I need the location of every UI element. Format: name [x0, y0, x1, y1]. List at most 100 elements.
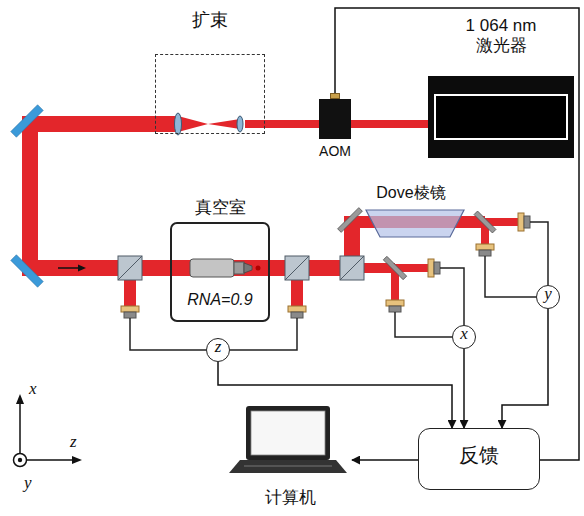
beam-splitter-cube: [118, 256, 364, 280]
laptop-icon: [246, 406, 330, 460]
pick-off-mirror: [338, 208, 363, 233]
photodetector: [518, 213, 530, 231]
feedback-box: 反馈: [418, 428, 540, 490]
part-label: Dove棱镜: [355, 184, 467, 202]
beam-splitter-cube: [340, 256, 364, 280]
photodetector: [389, 306, 401, 312]
photodetector: [476, 244, 494, 250]
coordinate-axes: [14, 454, 27, 467]
pick-off-mirror: [474, 211, 496, 233]
photodetector: [121, 306, 139, 312]
signal-line: [463, 349, 465, 428]
signal-symbol: y: [537, 284, 559, 304]
pick-off-mirror: [338, 208, 496, 280]
objective-lens: [244, 263, 252, 273]
axis-label: z: [70, 433, 77, 452]
photodetector: [288, 306, 306, 318]
photodetector: [434, 262, 440, 274]
part-label: 计算机: [228, 488, 352, 508]
laser-band: [434, 94, 568, 140]
steering-mirror: [11, 255, 44, 288]
beam-expander: 扩束: [150, 6, 270, 136]
part-label: 反馈: [419, 444, 539, 467]
laptop-icon: [244, 466, 332, 467]
detector-wire: [395, 312, 452, 337]
coordinate-axes: [72, 456, 82, 464]
detector-wire: [130, 318, 206, 350]
beam-splitter-cube: [118, 256, 142, 280]
beam-direction-arrow: [78, 265, 86, 272]
steering-mirror: [11, 105, 44, 288]
photodetector: [524, 216, 530, 228]
expander-lens: [175, 113, 244, 135]
expander-lens: [237, 116, 243, 132]
detector-wire: [130, 222, 548, 350]
photodetector: [288, 306, 306, 312]
computer: 计算机: [228, 402, 352, 514]
coordinate-axes: [18, 458, 22, 462]
objective-lens: [256, 266, 261, 271]
laser-beam: [178, 116, 208, 132]
signal-symbol: z: [207, 337, 229, 357]
photodetector: [479, 250, 491, 256]
laser-source: 1 064 nm 激光器: [428, 16, 574, 160]
laptop-icon: [229, 460, 347, 473]
dove-prism: [366, 210, 464, 237]
beam-direction-arrow: [58, 267, 80, 269]
laser-beam: [208, 119, 240, 129]
coordinate-axes: [16, 394, 24, 404]
photodetector: [428, 259, 440, 277]
axis-label: y: [24, 474, 32, 493]
beam-direction-arrow: [58, 265, 86, 272]
photodetector: [291, 312, 303, 318]
photodetector: [121, 213, 530, 318]
signal-line: [502, 309, 548, 428]
steering-mirror: [11, 105, 44, 138]
sum-node: y: [536, 285, 560, 309]
photodetector: [518, 213, 524, 231]
coordinate-axes: [19, 402, 21, 453]
detector-wire: [530, 222, 548, 285]
signal-line: [218, 362, 452, 428]
photodetector: [121, 306, 139, 318]
photodetector: [386, 300, 404, 312]
objective-lens: [190, 259, 234, 277]
part-label: 真空室: [168, 198, 272, 218]
signal-line: [335, 8, 579, 460]
coordinate-axes: [14, 394, 83, 467]
expander-outline: [155, 54, 265, 134]
part-label: 1 064 nm 激光器: [455, 16, 547, 55]
parameter-label: RNA=0.9: [168, 291, 272, 309]
dove-prism-label: Dove棱镜: [355, 181, 467, 207]
photodetector: [386, 300, 404, 306]
signal-line: [352, 459, 418, 461]
detector-wire: [485, 256, 536, 297]
laptop-icon: [251, 411, 325, 455]
beam-splitter-cube: [118, 256, 142, 280]
signal-symbol: x: [453, 324, 475, 344]
sum-node: x: [452, 325, 476, 349]
objective-lens: [234, 262, 244, 274]
beam-splitter-cube: [285, 256, 309, 280]
part-label: 扩束: [150, 10, 270, 31]
part-label: AOM: [314, 143, 356, 159]
coordinate-axes: [27, 459, 74, 461]
detector-wire: [440, 268, 464, 325]
dove-prism: [366, 210, 464, 237]
expander-lens: [175, 113, 182, 135]
aom-body: [319, 99, 351, 139]
axis-label: x: [29, 380, 37, 399]
photodetector: [124, 312, 136, 318]
sum-node: z: [206, 338, 230, 362]
aom-modulator: AOM: [314, 93, 356, 165]
photodetector: [476, 244, 494, 256]
vacuum-chamber: 真空室 RNA=0.9: [168, 198, 272, 324]
laptop-icon: [229, 406, 347, 473]
beam-splitter-cube: [285, 256, 309, 280]
laser-beam: [22, 116, 38, 276]
photodetector: [428, 259, 434, 277]
pick-off-mirror: [383, 256, 406, 279]
detector-wire: [230, 318, 297, 350]
